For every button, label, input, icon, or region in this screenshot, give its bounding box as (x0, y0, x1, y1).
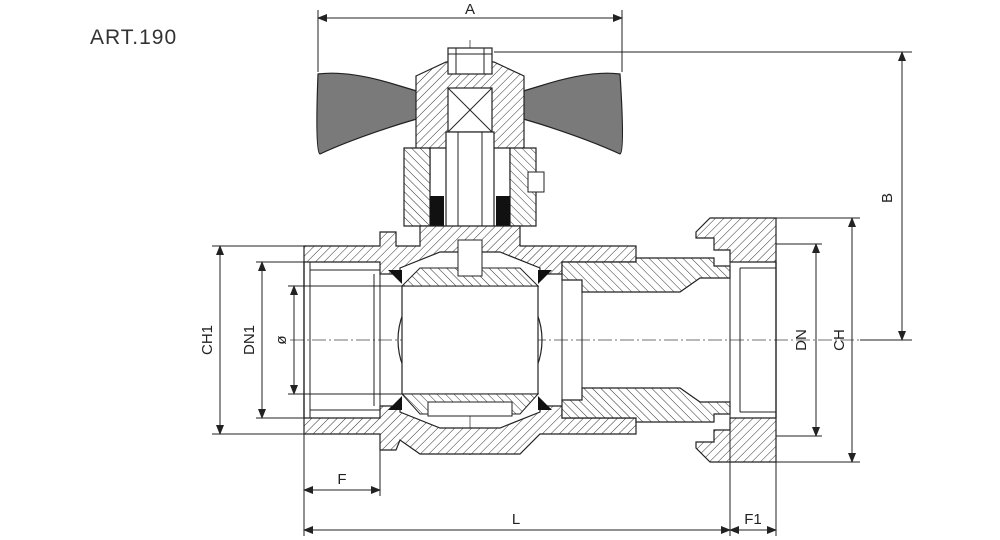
butterfly-handle-right (519, 72, 624, 155)
stem-seal-left (430, 196, 444, 226)
stem-screw (447, 47, 493, 75)
union-nut-upper (695, 217, 777, 263)
tailpiece-lower (561, 387, 731, 423)
tailpiece-upper (561, 257, 731, 293)
seat-seal-tr (538, 270, 552, 284)
butterfly-handle (316, 72, 421, 155)
seat-seal-br (538, 396, 552, 410)
packing-nut (403, 147, 431, 227)
dim-label-CH1: CH1 (199, 325, 216, 355)
dim-label-DN: DN (793, 329, 810, 351)
dim-label-CH: CH (831, 329, 848, 351)
seat-seal-tl (388, 270, 402, 284)
union-nut-lower (695, 417, 777, 463)
dim-label-A: A (465, 1, 475, 18)
dim-label-DN1: DN1 (241, 325, 258, 355)
dim-label-F1: F1 (744, 511, 762, 528)
ball-slot (457, 239, 483, 277)
stem-seal-right (496, 196, 510, 226)
dim-label-L: L (512, 511, 520, 528)
dim-label-F: F (337, 471, 346, 488)
dim-label-phi: ø (273, 335, 290, 344)
valve-stem (445, 131, 495, 241)
article-label: ART.190 (90, 26, 178, 49)
ball-bore (401, 285, 539, 395)
dim-label-B: B (879, 193, 896, 203)
seat-seal-bl (388, 396, 402, 410)
ball-top-hatch (400, 267, 540, 287)
